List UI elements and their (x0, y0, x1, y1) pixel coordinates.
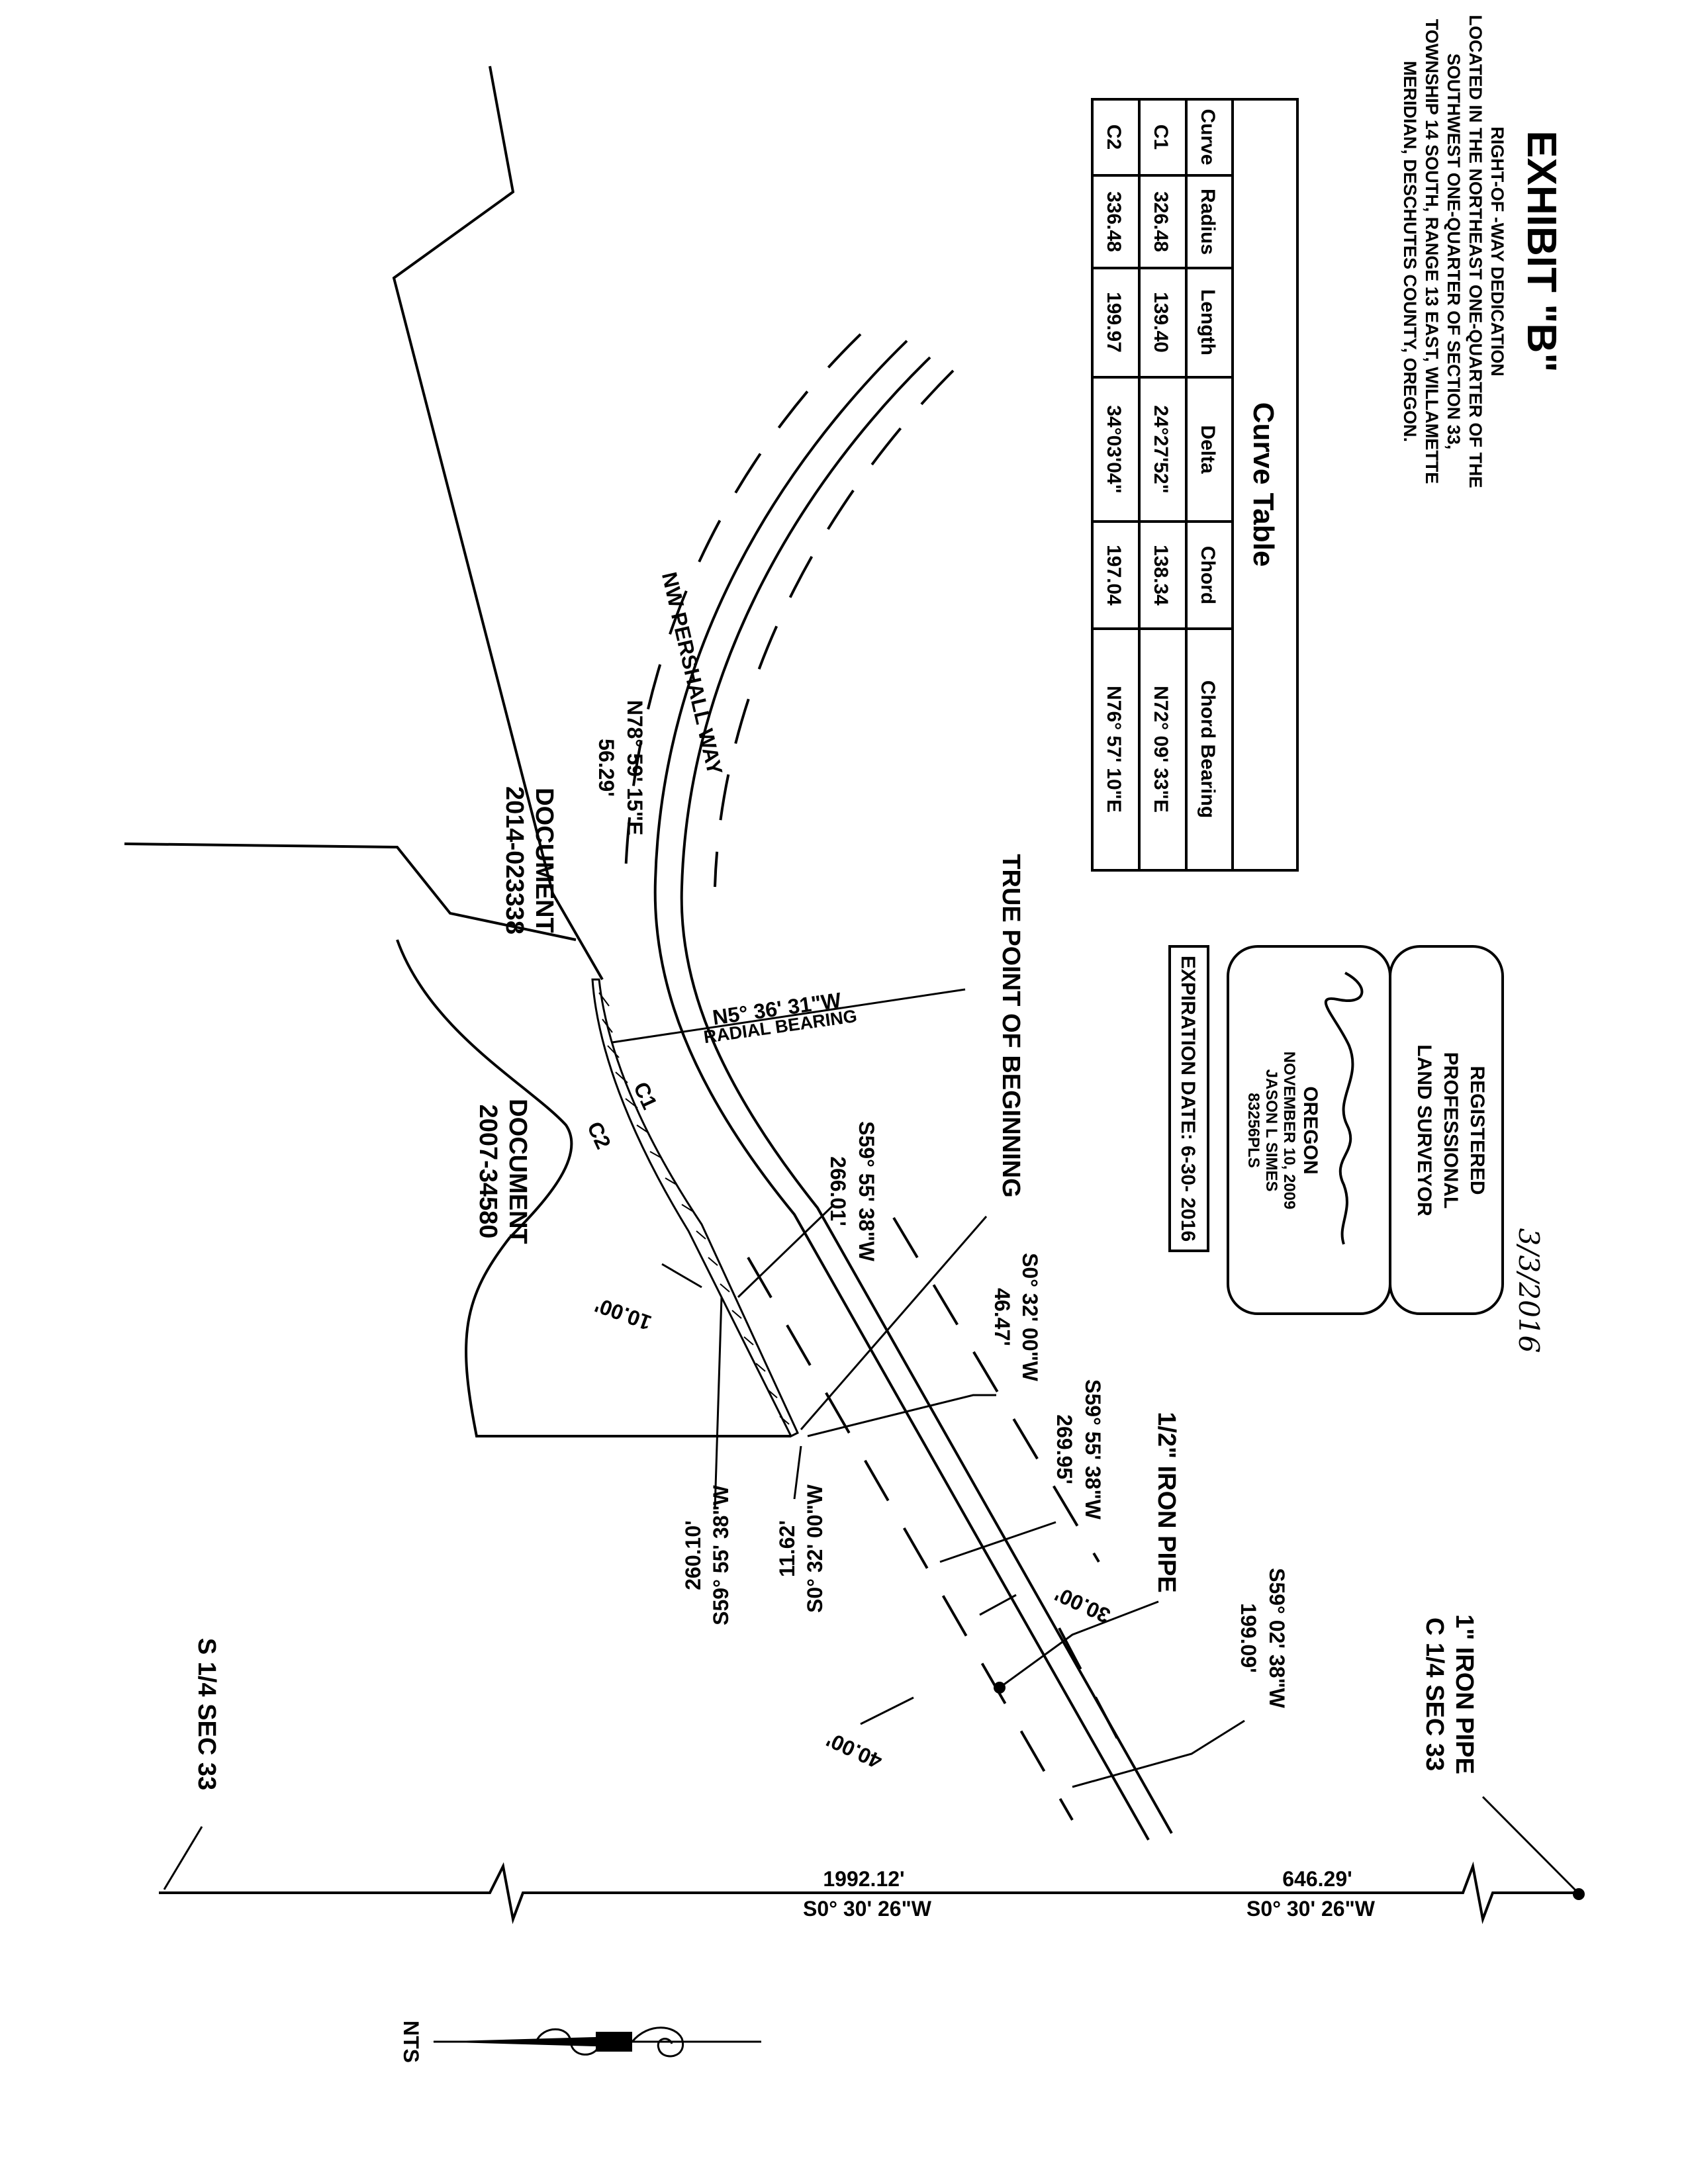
length-header: Length (1197, 289, 1219, 355)
s0a-leader (807, 1394, 996, 1437)
s-quarter-sec-label: S 1/4 SEC 33 (193, 1638, 220, 1790)
s59b-leader (939, 1521, 1056, 1563)
table-cell-c2-delta: 34°03'04" (1103, 405, 1125, 493)
s59a-distance-label: 266.01' (826, 1156, 850, 1226)
leader-lines (163, 1203, 1578, 1893)
stamp-state: OREGON (1299, 1086, 1321, 1174)
signed-date: 3/3/2016 (1513, 1228, 1545, 1353)
title-block: EXHIBIT "B" RIGHT-OF -WAY DEDICATION LOC… (1400, 15, 1564, 488)
table-cell-c1-radius: 326.48 (1150, 191, 1172, 252)
table-cell-c2-chord-bearing: N76° 57' 10"E (1103, 686, 1125, 813)
curve-header: Curve (1197, 109, 1219, 165)
dim-10-arrow (661, 1263, 702, 1289)
true-point-of-beginning-label: TRUE POINT OF BEGINNING (997, 854, 1025, 1197)
title-line-4: TOWNSHIP 14 SOUTH, RANGE 13 EAST, WILLAM… (1422, 19, 1442, 484)
section-bearing-left: S0° 30' 26"W (803, 1897, 932, 1921)
surveyor-stamp: REGISTERED PROFESSIONAL LAND SURVEYOR OR… (1168, 945, 1545, 1353)
section-line (159, 1861, 1575, 1925)
chord-bearing-header: Chord Bearing (1197, 680, 1219, 818)
title-line-1: RIGHT-OF -WAY DEDICATION (1487, 126, 1507, 377)
table-cell-c1-chord-bearing: N72° 09' 33"E (1150, 686, 1172, 813)
table-cell-c1-delta: 24°27'52" (1150, 405, 1172, 493)
expiration-date: EXPIRATION DATE: 6-30- 2016 (1177, 956, 1199, 1242)
c-quarter-sec-label: C 1/4 SEC 33 (1421, 1617, 1448, 1771)
s-quarter-leader (163, 1826, 203, 1890)
document-2007-number: 2007-34580 (474, 1105, 502, 1239)
c-quarter-leader (1481, 1796, 1578, 1893)
one-inch-iron-pipe-label: 1" IRON PIPE (1450, 1614, 1478, 1774)
radial-bearing-line (612, 988, 966, 1044)
n78-bearing-label: N78° 59' 15"E (623, 700, 647, 836)
s59b-bearing-label: S59° 55' 38"W (1081, 1379, 1105, 1520)
row-line-east-upper (714, 369, 955, 887)
stamp-line-registered: REGISTERED (1466, 1066, 1488, 1195)
s59c-bearing-label: S59° 02' 38"W (1265, 1568, 1289, 1708)
nts-label: NTS (399, 2021, 423, 2063)
document-2007-label: DOCUMENT (504, 1099, 532, 1244)
dim-30-arrow (979, 1594, 1017, 1616)
table-cell-c2-chord: 197.04 (1103, 545, 1125, 606)
s0b-bearing-label: S0° 32' 00"W (803, 1484, 827, 1613)
exhibit-title: EXHIBIT "B" (1519, 130, 1564, 372)
s59d-distance-label: 260.10' (681, 1520, 705, 1590)
road-centerline-south (680, 356, 1173, 1834)
title-line-3: SOUTHWEST ONE-QUARTER OF SECTION 33, (1444, 54, 1464, 450)
title-line-2: LOCATED IN THE NORTHEAST ONE-QUARTER OF … (1466, 15, 1485, 488)
curve-table-title: Curve Table (1247, 402, 1280, 567)
s59a-bearing-label: S59° 55' 38"W (855, 1121, 878, 1261)
s59a-leader (737, 1203, 835, 1298)
expiration-box (1168, 945, 1209, 1252)
document-2014-label: DOCUMENT (530, 788, 558, 933)
stamp-line-professional: PROFESSIONAL (1440, 1052, 1462, 1209)
row-line-east-lower (892, 1216, 1100, 1563)
stamp-name: JASON L SIMES (1262, 1069, 1280, 1192)
document-2014-number: 2014-023338 (500, 786, 528, 934)
dedication-hatching (598, 992, 790, 1425)
table-cell-c1-length: 139.40 (1150, 292, 1172, 353)
tpob-leader (800, 1216, 988, 1430)
stamp-line-surveyor: LAND SURVEYOR (1413, 1044, 1435, 1216)
row-line-west-lower (747, 1257, 1074, 1821)
surveyor-signature (1324, 972, 1364, 1245)
north-arrow: NTS (399, 2021, 761, 2063)
s59d-leader (714, 1297, 723, 1510)
table-cell-c2-radius: 336.48 (1103, 191, 1125, 252)
title-line-5: MERIDIAN, DESCHUTES COUNTY, OREGON. (1400, 61, 1420, 442)
dim-40-arrow (860, 1696, 914, 1725)
section-distance-left: 1992.12' (823, 1867, 904, 1891)
row-line-west-upper (624, 333, 862, 874)
s0b-distance-label: 11.62' (775, 1520, 799, 1577)
table-cell-c2-length: 199.97 (1103, 292, 1125, 353)
section-distance-right: 646.29' (1282, 1867, 1352, 1891)
s59d-bearing-label: S59° 55' 38"W (709, 1484, 733, 1625)
section-bearing-right: S0° 30' 26"W (1246, 1897, 1376, 1921)
chord-header: Chord (1197, 546, 1219, 604)
document-2007-boundary (396, 939, 791, 1437)
table-cell-c1-chord: 138.34 (1150, 545, 1172, 606)
stamp-number: 83256PLS (1244, 1093, 1262, 1167)
table-cell-c2-curve: C2 (1103, 124, 1125, 150)
half-iron-pipe-label: 1/2" IRON PIPE (1152, 1412, 1180, 1593)
parcel-boundary-upper (392, 66, 604, 980)
road-lines (624, 333, 1173, 1841)
s0a-distance-label: 46.47' (990, 1288, 1014, 1346)
radius-header: Radius (1197, 189, 1219, 255)
document-2014-boundary (124, 842, 577, 941)
s0a-bearing-label: S0° 32' 00"W (1018, 1253, 1042, 1382)
row-line-east-lower-2 (1058, 1627, 1127, 1754)
s59c-distance-label: 199.09' (1237, 1603, 1260, 1672)
s59c-leader (1072, 1719, 1245, 1788)
n78-distance-label: 56.29' (594, 739, 618, 797)
s0b-leader (793, 1445, 802, 1500)
iron-pipe-leader (999, 1600, 1159, 1689)
s59b-distance-label: 269.95' (1053, 1414, 1076, 1484)
curve-table: Curve Table Curve Radius Length Delta Ch… (1091, 98, 1299, 872)
table-cell-c1-curve: C1 (1150, 124, 1172, 150)
delta-header: Delta (1197, 425, 1219, 474)
dedication-strip (591, 978, 799, 1438)
road-centerline-north (653, 340, 1150, 1841)
stamp-license-date: NOVEMBER 10, 2009 (1280, 1052, 1298, 1210)
